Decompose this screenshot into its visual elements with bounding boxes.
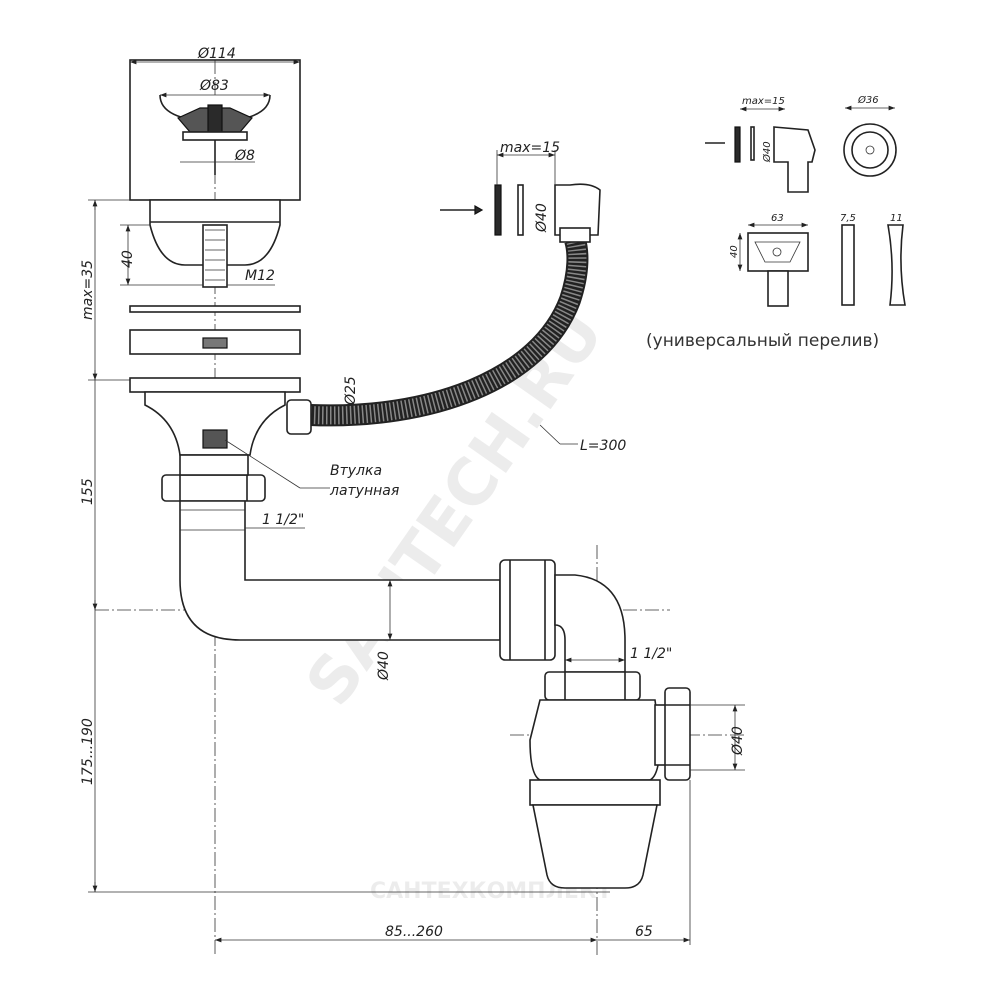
bushing-label-1: Втулка xyxy=(330,463,382,479)
dim-height-lower: 175...190 xyxy=(80,718,96,785)
dim-outlet-offset: 65 xyxy=(635,924,653,940)
dim-overflow-diameter: Ø40 xyxy=(534,203,550,233)
dim-thread-right: 1 1/2" xyxy=(630,646,672,662)
bushing-label-2: латунная xyxy=(329,483,399,499)
strainer-body xyxy=(120,199,301,355)
dim-pipe-diameter: Ø40 xyxy=(376,651,392,681)
detail-width: 63 xyxy=(771,213,784,224)
dim-outlet-diameter: Ø40 xyxy=(730,726,746,756)
bushing-leader xyxy=(224,439,301,489)
dim-thread: M12 xyxy=(245,268,275,284)
horizontal-dimensions xyxy=(215,780,691,945)
universal-overflow-caption: (универсальный перелив) xyxy=(646,331,879,351)
dim-hose-length: L=300 xyxy=(580,438,626,454)
dim-height-upper: 155 xyxy=(80,478,96,505)
detail-grate: Ø36 xyxy=(857,94,879,106)
detail-thick: 11 xyxy=(890,213,903,224)
detail-max: max=15 xyxy=(742,96,785,107)
drain-outlet xyxy=(129,377,501,641)
detail-thin: 7,5 xyxy=(840,213,856,224)
dim-max-thickness: max=35 xyxy=(80,260,96,320)
universal-overflow-detail xyxy=(705,105,906,307)
dim-strainer-outer: Ø114 xyxy=(197,46,236,62)
dim-horizontal-range: 85...260 xyxy=(385,924,443,940)
dim-thread-left: 1 1/2" xyxy=(262,512,304,528)
dim-screw: Ø8 xyxy=(234,148,255,164)
strainer-top xyxy=(129,59,301,201)
detail-height: 40 xyxy=(729,245,740,258)
overflow-exploded xyxy=(440,150,556,236)
dim-body-height: 40 xyxy=(120,250,136,268)
dim-hose-diameter: Ø25 xyxy=(343,376,359,406)
dim-overflow-max: max=15 xyxy=(500,140,560,156)
vertical-dimension-chain xyxy=(88,199,610,893)
bottle-trap xyxy=(499,559,745,889)
overflow-hose xyxy=(286,183,601,435)
dim-strainer-inner: Ø83 xyxy=(199,78,229,94)
detail-diameter: Ø40 xyxy=(761,141,773,163)
